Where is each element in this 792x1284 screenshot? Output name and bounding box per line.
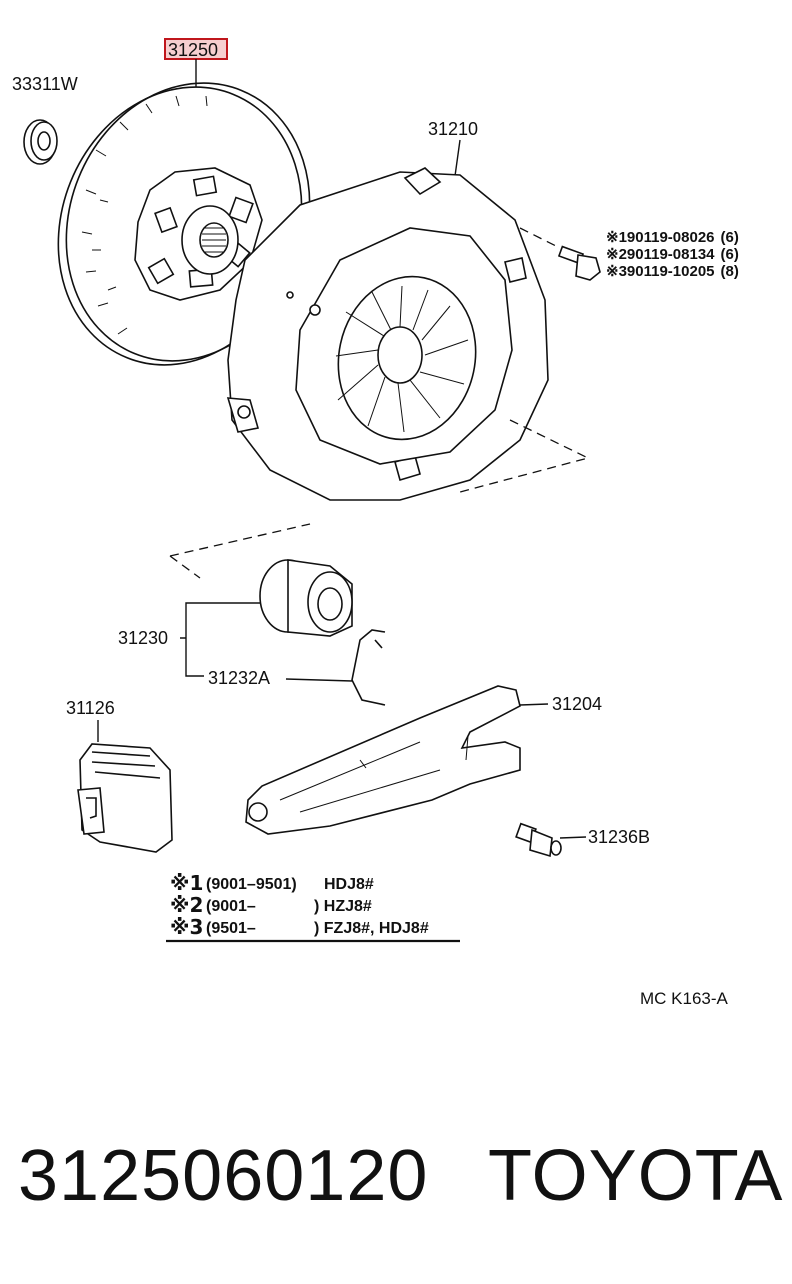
callout-release-bearing-hub: 31230 (118, 628, 168, 648)
svg-text:※3: ※3 (170, 915, 203, 939)
alignment-dash-cover-bolt (519, 227, 561, 249)
clutch-cover-drawing (226, 167, 549, 501)
leader-bracket-bearing (180, 602, 260, 677)
footer-part-number: 3125060120 (18, 1136, 429, 1216)
svg-text:) HZJ8#: ) HZJ8# (314, 898, 372, 915)
svg-text:(9501–: (9501– (206, 920, 256, 937)
note-row: ※3 (9501– ) FZJ8#, HDJ8# (170, 915, 429, 939)
alignment-dash-bearing (169, 523, 311, 579)
callout-pilot-bearing: 33311W (12, 74, 78, 94)
note-row: ※2 (9001– ) HZJ8# (170, 893, 372, 917)
callout-fork-boot: 31126 (66, 698, 115, 718)
release-bearing-drawing (259, 559, 353, 637)
diagram-code: MC K163-A (640, 989, 729, 1008)
callout-release-clip: 31232A (208, 668, 270, 688)
pilot-bearing-drawing (23, 119, 58, 165)
cover-bolt-drawing (557, 245, 601, 281)
svg-text:※390119-10205(8): ※390119-10205(8) (606, 263, 739, 280)
svg-text:(9001–: (9001– (206, 898, 256, 915)
bolt-item: ※190119-08026(6) (606, 229, 739, 246)
callout-release-fork: 31204 (552, 694, 602, 714)
leader-line-release-fork (519, 703, 549, 706)
svg-text:※2: ※2 (170, 893, 203, 917)
svg-text:※290119-08134(6): ※290119-08134(6) (606, 246, 739, 263)
notes-table: ※1 (9001–9501) HDJ8# ※2 (9001– ) HZJ8# ※… (166, 871, 460, 943)
release-clip-drawing (351, 629, 386, 706)
svg-text:※1: ※1 (170, 871, 203, 895)
callout-clutch-cover: 31210 (428, 119, 478, 139)
fork-boot-drawing (77, 743, 173, 853)
svg-text:※190119-08026(6): ※190119-08026(6) (606, 229, 739, 246)
svg-text:HDJ8#: HDJ8# (324, 876, 374, 893)
leader-line-release-clip (285, 678, 353, 682)
callout-31250-highlight[interactable]: 31250 (164, 38, 228, 60)
release-fork-drawing (245, 685, 521, 835)
footer-brand: TOYOTA (488, 1136, 784, 1216)
svg-text:(9001–9501): (9001–9501) (206, 876, 297, 893)
bolt-item: ※290119-08134(6) (606, 246, 739, 263)
bolt-item: ※390119-10205(8) (606, 263, 739, 280)
fork-support-drawing (515, 822, 562, 858)
callout-clutch-disc: 31250 (168, 40, 218, 60)
svg-text:) FZJ8#, HDJ8#: ) FZJ8#, HDJ8# (314, 920, 429, 937)
leader-line-clutch-cover (454, 139, 461, 177)
leader-line-fork-support (559, 836, 587, 839)
bolt-list: ※190119-08026(6) ※290119-08134(6) ※39011… (606, 229, 739, 280)
callout-fork-support: 31236B (588, 827, 650, 847)
note-row: ※1 (9001–9501) HDJ8# (170, 871, 374, 895)
